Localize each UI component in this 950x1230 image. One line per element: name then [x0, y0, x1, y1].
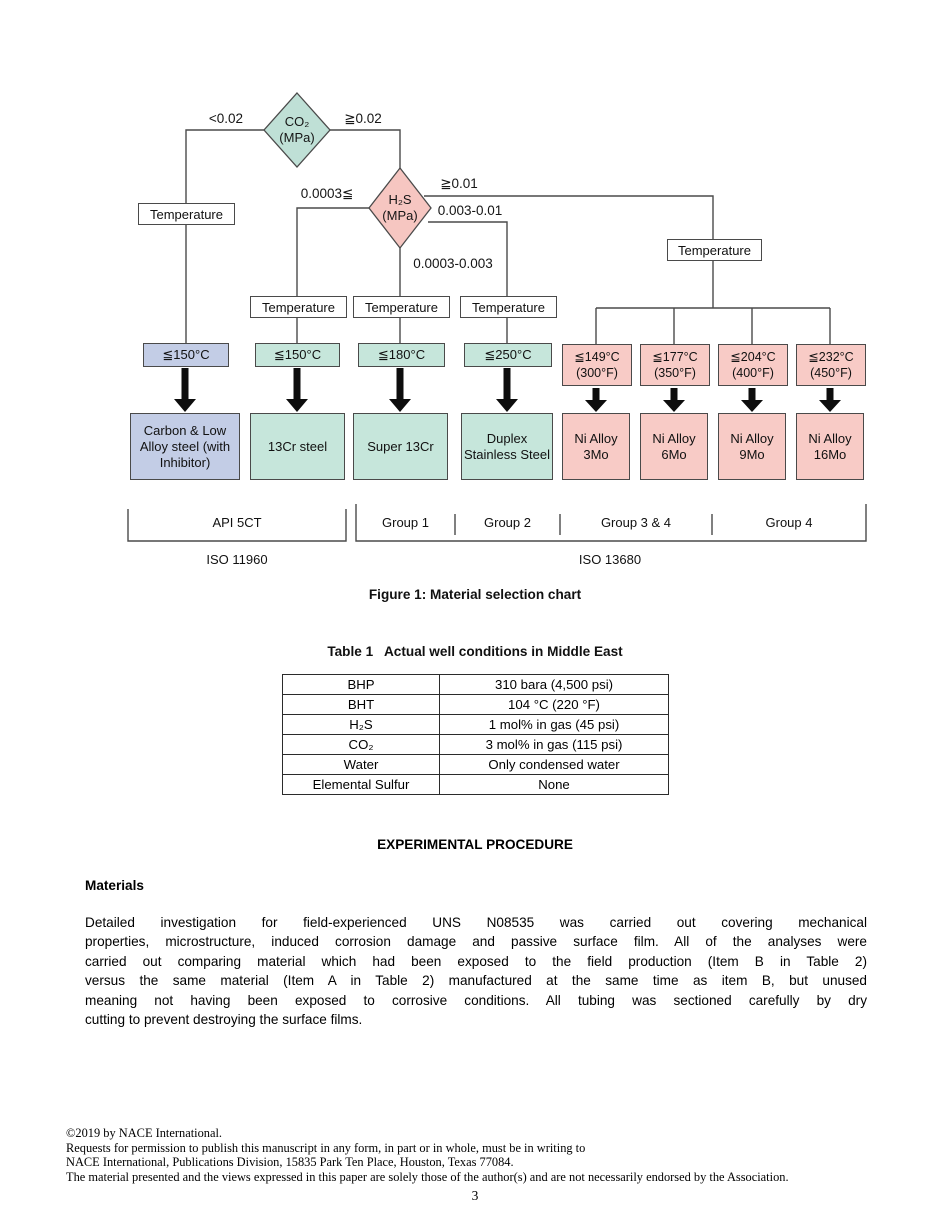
co2-decision-diamond: [263, 92, 331, 168]
flowchart-connectors: [127, 92, 867, 542]
footer-line: The material presented and the views exp…: [66, 1169, 789, 1184]
temp-limit-204c: ≦204°C (400°F): [718, 344, 788, 386]
down-arrow: [174, 368, 841, 412]
h2s-label-line1: H₂S: [388, 192, 412, 207]
temp-limit-204c-f: (400°F): [732, 366, 774, 380]
material-ni-alloy-16mo: Ni Alloy 16Mo: [796, 413, 864, 480]
h2s-high-condition: ≧0.01: [440, 176, 478, 191]
footer-line: Requests for permission to publish this …: [66, 1140, 586, 1155]
h2s-mid-condition: 0.003-0.01: [437, 203, 503, 218]
material-super-13cr: Super 13Cr: [353, 413, 448, 480]
h2s-label-line2: (MPa): [382, 208, 418, 223]
temp-limit-177c-c: ≦177°C: [652, 350, 698, 364]
temp-limit-180c: ≦180°C: [358, 343, 445, 367]
table-row: Elemental Sulfur None: [282, 774, 669, 795]
paragraph-line: carried out comparing material which had…: [85, 953, 867, 969]
temperature-box-5: Temperature: [667, 239, 762, 261]
co2-label-line1: CO₂: [284, 114, 310, 129]
h2s-left-condition: 0.0003≦: [300, 186, 354, 201]
temp-limit-250c: ≦250°C: [464, 343, 552, 367]
paragraph-line: properties, microstructure, induced corr…: [85, 934, 867, 950]
temp-limit-204c-c: ≦204°C: [730, 350, 776, 364]
material-ni-alloy-9mo: Ni Alloy 9Mo: [718, 413, 786, 480]
row-value: 310 bara (4,500 psi): [439, 674, 669, 695]
page-number: 3: [471, 1188, 479, 1203]
temp-limit-232c-f: (450°F): [810, 366, 852, 380]
paragraph-line: meaning not having been exposed to corro…: [85, 992, 867, 1008]
group-2-label: Group 2: [484, 515, 531, 530]
h2s-decision-diamond: [368, 166, 432, 250]
material-ni-alloy-6mo: Ni Alloy 6Mo: [640, 413, 708, 480]
temp-limit-232c-c: ≦232°C: [808, 350, 854, 364]
figure-caption: Figure 1: Material selection chart: [368, 587, 582, 602]
table-row: CO₂ 3 mol% in gas (115 psi): [282, 734, 669, 755]
table-caption: Table 1 Actual well conditions in Middle…: [327, 644, 623, 659]
material-ni-alloy-3mo: Ni Alloy 3Mo: [562, 413, 630, 480]
materials-paragraph: Detailed investigation for field-experie…: [85, 913, 867, 1029]
copyright-footer: ©2019 by NACE International. Requests fo…: [66, 1126, 896, 1184]
temp-limit-149c: ≦149°C (300°F): [562, 344, 632, 386]
paragraph-line: versus the same material (Item A in Tabl…: [85, 973, 867, 989]
material-carbon-steel: Carbon & Low Alloy steel (with Inhibitor…: [130, 413, 240, 480]
group-api-5ct: API 5CT: [212, 515, 262, 530]
temperature-box-2: Temperature: [250, 296, 347, 318]
row-label: CO₂: [282, 734, 440, 755]
material-duplex-ss: Duplex Stainless Steel: [461, 413, 553, 480]
row-value: 1 mol% in gas (45 psi): [439, 714, 669, 735]
temp-limit-150c-carbon: ≦150°C: [143, 343, 229, 367]
paragraph-line: Detailed investigation for field-experie…: [85, 915, 867, 930]
h2s-low-condition: 0.0003-0.003: [413, 256, 493, 271]
footer-line: NACE International, Publications Divisio…: [66, 1155, 514, 1170]
group-1-label: Group 1: [382, 515, 429, 530]
temp-limit-177c-f: (350°F): [654, 366, 696, 380]
row-value: Only condensed water: [439, 754, 669, 775]
well-conditions-table: BHP 310 bara (4,500 psi) BHT 104 °C (220…: [282, 674, 669, 795]
h2s-diamond-label: H₂S (MPa): [355, 192, 445, 224]
row-label: BHP: [282, 674, 440, 695]
row-value: None: [439, 774, 669, 795]
temperature-box-3: Temperature: [353, 296, 450, 318]
temperature-box-1: Temperature: [138, 203, 235, 225]
table-row: H₂S 1 mol% in gas (45 psi): [282, 714, 669, 735]
row-label: Water: [282, 754, 440, 775]
footer-line: ©2019 by NACE International.: [66, 1126, 223, 1140]
row-label: H₂S: [282, 714, 440, 735]
row-label: BHT: [282, 694, 440, 715]
material-13cr-steel: 13Cr steel: [250, 413, 345, 480]
temp-limit-149c-f: (300°F): [576, 366, 618, 380]
co2-label-line2: (MPa): [279, 130, 315, 145]
co2-low-condition: <0.02: [208, 111, 244, 126]
table-row: BHT 104 °C (220 °F): [282, 694, 669, 715]
co2-high-condition: ≧0.02: [344, 111, 382, 126]
temp-limit-232c: ≦232°C (450°F): [796, 344, 866, 386]
temperature-box-4: Temperature: [460, 296, 557, 318]
table-row: Water Only condensed water: [282, 754, 669, 775]
subsection-heading: Materials: [85, 878, 144, 893]
standards-brackets: [127, 504, 867, 542]
table-row: BHP 310 bara (4,500 psi): [282, 674, 669, 695]
temp-limit-150c-13cr: ≦150°C: [255, 343, 340, 367]
co2-diamond-label: CO₂ (MPa): [252, 114, 342, 146]
iso-11960-label: ISO 11960: [206, 552, 268, 567]
group-4-label: Group 4: [765, 515, 813, 530]
row-label: Elemental Sulfur: [282, 774, 440, 795]
temp-limit-149c-c: ≦149°C: [574, 350, 620, 364]
group-3-4-label: Group 3 & 4: [600, 515, 672, 530]
temp-limit-177c: ≦177°C (350°F): [640, 344, 710, 386]
row-value: 3 mol% in gas (115 psi): [439, 734, 669, 755]
iso-13680-label: ISO 13680: [578, 552, 642, 567]
section-heading: EXPERIMENTAL PROCEDURE: [377, 837, 573, 852]
row-value: 104 °C (220 °F): [439, 694, 669, 715]
paragraph-line: cutting to prevent destroying the surfac…: [85, 1012, 363, 1028]
